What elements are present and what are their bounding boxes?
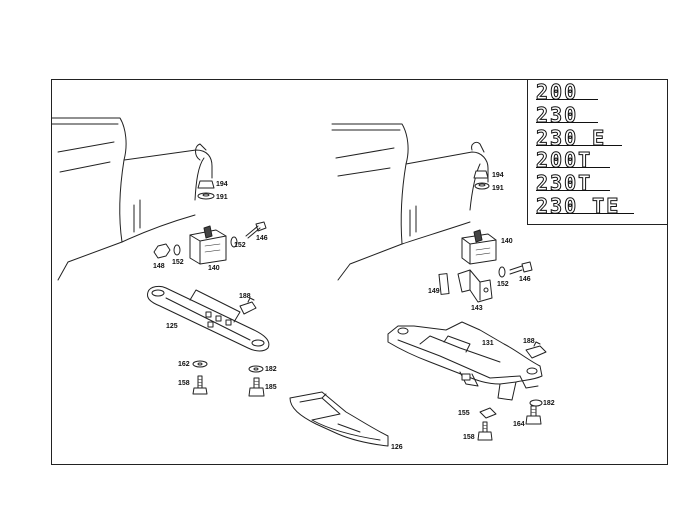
part-label: 146	[519, 276, 531, 283]
part-label: 191	[492, 185, 504, 192]
left-crossmember-125	[147, 285, 270, 352]
left-clip-188	[239, 297, 257, 315]
right-spacer-149	[438, 273, 450, 295]
model-underline	[536, 122, 598, 123]
right-transmission-housing	[331, 123, 489, 281]
right-washer-182	[529, 399, 543, 407]
model-underline	[536, 190, 610, 191]
model-underline	[536, 213, 634, 214]
left-washer-182	[248, 365, 264, 373]
right-clip-188	[525, 341, 547, 359]
model-label-230t: 230T	[536, 171, 593, 195]
model-label-200: 200	[536, 80, 579, 104]
right-bolt-146	[509, 261, 533, 275]
part-label: 131	[482, 340, 494, 347]
part-label: 152	[497, 281, 509, 288]
part-label: 140	[208, 265, 220, 272]
part-label: 188	[239, 293, 251, 300]
right-washer-152	[498, 266, 506, 278]
left-bolt-146	[245, 221, 267, 239]
part-label: 149	[428, 288, 440, 295]
model-label-200t: 200T	[536, 148, 593, 172]
model-underline	[536, 99, 598, 100]
part-label: 125	[166, 323, 178, 330]
left-upper-mount-194	[197, 180, 215, 200]
left-bolt-185	[248, 377, 265, 397]
left-nut-148	[153, 236, 238, 259]
model-label-230: 230	[536, 103, 579, 127]
left-transmission-housing	[51, 117, 213, 281]
part-label: 152	[234, 242, 246, 249]
right-plate-155	[479, 407, 497, 419]
right-crossmember-131	[387, 321, 543, 401]
part-label: 188	[523, 338, 535, 345]
part-label: 182	[543, 400, 555, 407]
left-rubber-mount-140	[189, 225, 227, 265]
model-underline	[536, 145, 622, 146]
model-legend-box	[527, 79, 668, 225]
left-bolt-158	[192, 375, 208, 395]
part-label: 185	[265, 384, 277, 391]
left-washer-162	[192, 360, 208, 368]
right-rubber-mount-140	[461, 229, 497, 265]
right-bolt-158	[477, 421, 493, 441]
part-label: 140	[501, 238, 513, 245]
part-label: 182	[265, 366, 277, 373]
right-bolt-164	[525, 405, 542, 425]
model-label-230e: 230 E	[536, 126, 607, 150]
part-label: 194	[492, 172, 504, 179]
part-label: 191	[216, 194, 228, 201]
center-shield-126	[289, 391, 389, 447]
part-label: 194	[216, 181, 228, 188]
right-upper-mount-194	[473, 170, 490, 190]
model-label-230te: 230 TE	[536, 194, 621, 218]
diagram-frame	[51, 79, 668, 465]
part-label: 162	[178, 361, 190, 368]
part-label: 148	[153, 263, 165, 270]
part-label: 143	[471, 305, 483, 312]
model-underline	[536, 167, 610, 168]
part-label: 164	[513, 421, 525, 428]
part-label: 146	[256, 235, 268, 242]
part-label: 158	[178, 380, 190, 387]
part-label: 158	[463, 434, 475, 441]
part-label: 155	[458, 410, 470, 417]
right-bracket-143	[457, 269, 493, 303]
part-label: 126	[391, 444, 403, 451]
part-label: 152	[172, 259, 184, 266]
